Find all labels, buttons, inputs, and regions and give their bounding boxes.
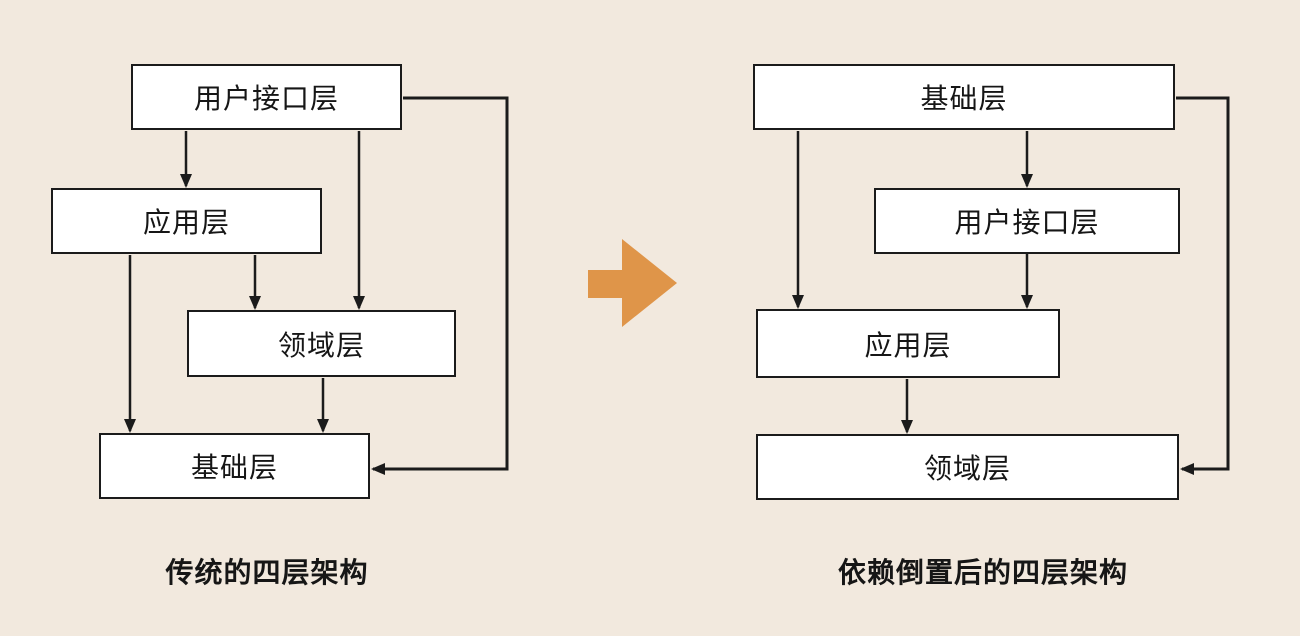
right-box-user-interface-label: 用户接口层 — [954, 207, 1100, 238]
left-box-application-label: 应用层 — [142, 207, 230, 238]
right-arrow-icon — [588, 239, 677, 327]
right-box-application-layer: 应用层 — [756, 309, 1060, 378]
right-box-infrastructure-label: 基础层 — [920, 83, 1008, 114]
left-box-infrastructure-label: 基础层 — [190, 452, 278, 483]
right-diagram-caption: 依赖倒置后的四层架构 — [837, 557, 1128, 588]
left-diagram-caption: 传统的四层架构 — [165, 557, 369, 588]
right-box-user-interface-layer: 用户接口层 — [874, 188, 1180, 254]
left-box-domain-layer: 领域层 — [187, 310, 456, 377]
right-box-application-label: 应用层 — [864, 329, 952, 361]
right-box-domain-layer: 领域层 — [756, 434, 1179, 500]
left-box-domain-label: 领域层 — [277, 329, 365, 361]
right-box-infrastructure-layer: 基础层 — [753, 64, 1175, 130]
left-box-application-layer: 应用层 — [51, 188, 322, 254]
right-box-domain-label: 领域层 — [923, 453, 1011, 484]
left-box-user-interface-label: 用户接口层 — [193, 83, 339, 114]
right-arrow-infra-to-domain-connector — [1176, 96, 1230, 475]
left-box-infrastructure-layer: 基础层 — [99, 433, 370, 499]
left-box-user-interface-layer: 用户接口层 — [131, 64, 402, 130]
left-arrow-ui-to-infra-connector — [371, 96, 509, 475]
